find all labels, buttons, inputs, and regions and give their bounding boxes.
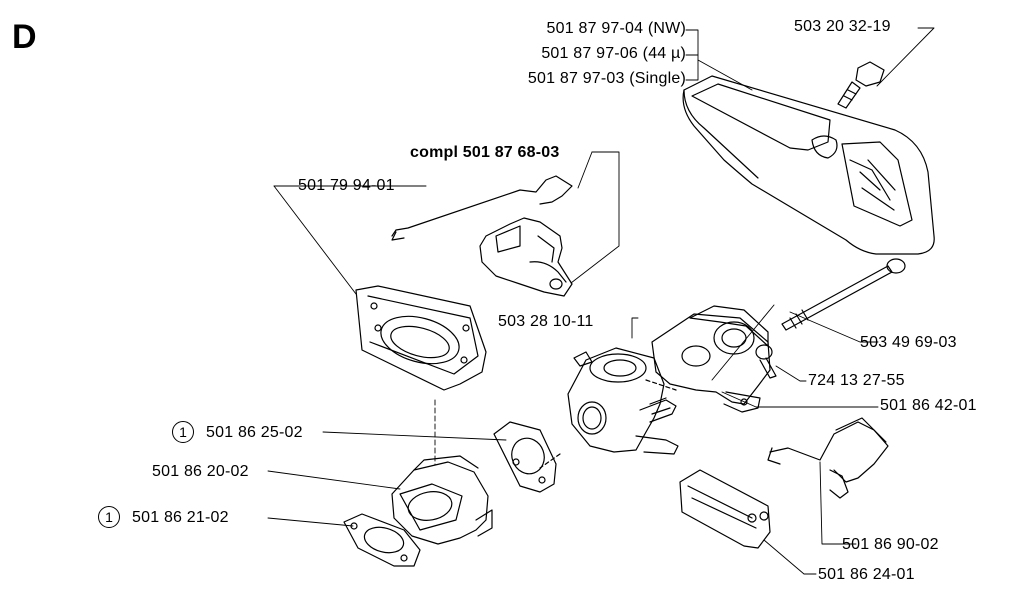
small-screw-drawing (755, 344, 777, 379)
long-bolt-drawing (781, 258, 906, 331)
label-throttle-assy: compl 501 87 68-03 (410, 144, 560, 161)
spacer-block-drawing (391, 455, 493, 545)
note-marker-upper: 1 (172, 421, 194, 443)
label-air-filter-single: 501 87 97-03 (Single) (527, 70, 686, 87)
note-marker-lower: 1 (98, 506, 120, 528)
air-filter-cover (682, 75, 935, 255)
label-carburetor: 503 28 10-11 (498, 313, 594, 330)
label-filter-screw: 503 20 32-19 (794, 18, 891, 35)
label-spacer-block: 501 86 20-02 (152, 463, 249, 480)
label-choke-lever: 501 86 90-02 (842, 536, 939, 553)
choke-lever-drawing (767, 417, 889, 499)
label-long-bolt: 503 49 69-03 (860, 334, 957, 351)
throttle-assy-drawing (391, 175, 573, 297)
label-gasket-lower: 501 86 21-02 (132, 509, 229, 526)
label-plate: 501 79 94-01 (298, 177, 395, 194)
leader-lines (267, 27, 935, 575)
label-screw: 724 13 27-55 (808, 372, 905, 389)
plate-drawing (355, 285, 487, 391)
section-letter: D (12, 18, 37, 56)
gasket-lower-drawing (343, 513, 421, 567)
label-air-box: 501 86 24-01 (818, 566, 915, 583)
label-intake-manifold: 501 86 42-01 (880, 397, 977, 414)
carburetor-drawing (539, 347, 679, 469)
air-box-drawing (679, 469, 771, 549)
label-gasket-upper: 501 86 25-02 (206, 424, 303, 441)
filter-screw-drawing (837, 61, 885, 109)
label-air-filter-44: 501 87 97-06 (44 µ) (541, 45, 686, 62)
label-air-filter-nw: 501 87 97-04 (NW) (546, 20, 686, 37)
gasket-upper-drawing (493, 421, 557, 493)
intake-manifold-drawing (651, 305, 771, 413)
